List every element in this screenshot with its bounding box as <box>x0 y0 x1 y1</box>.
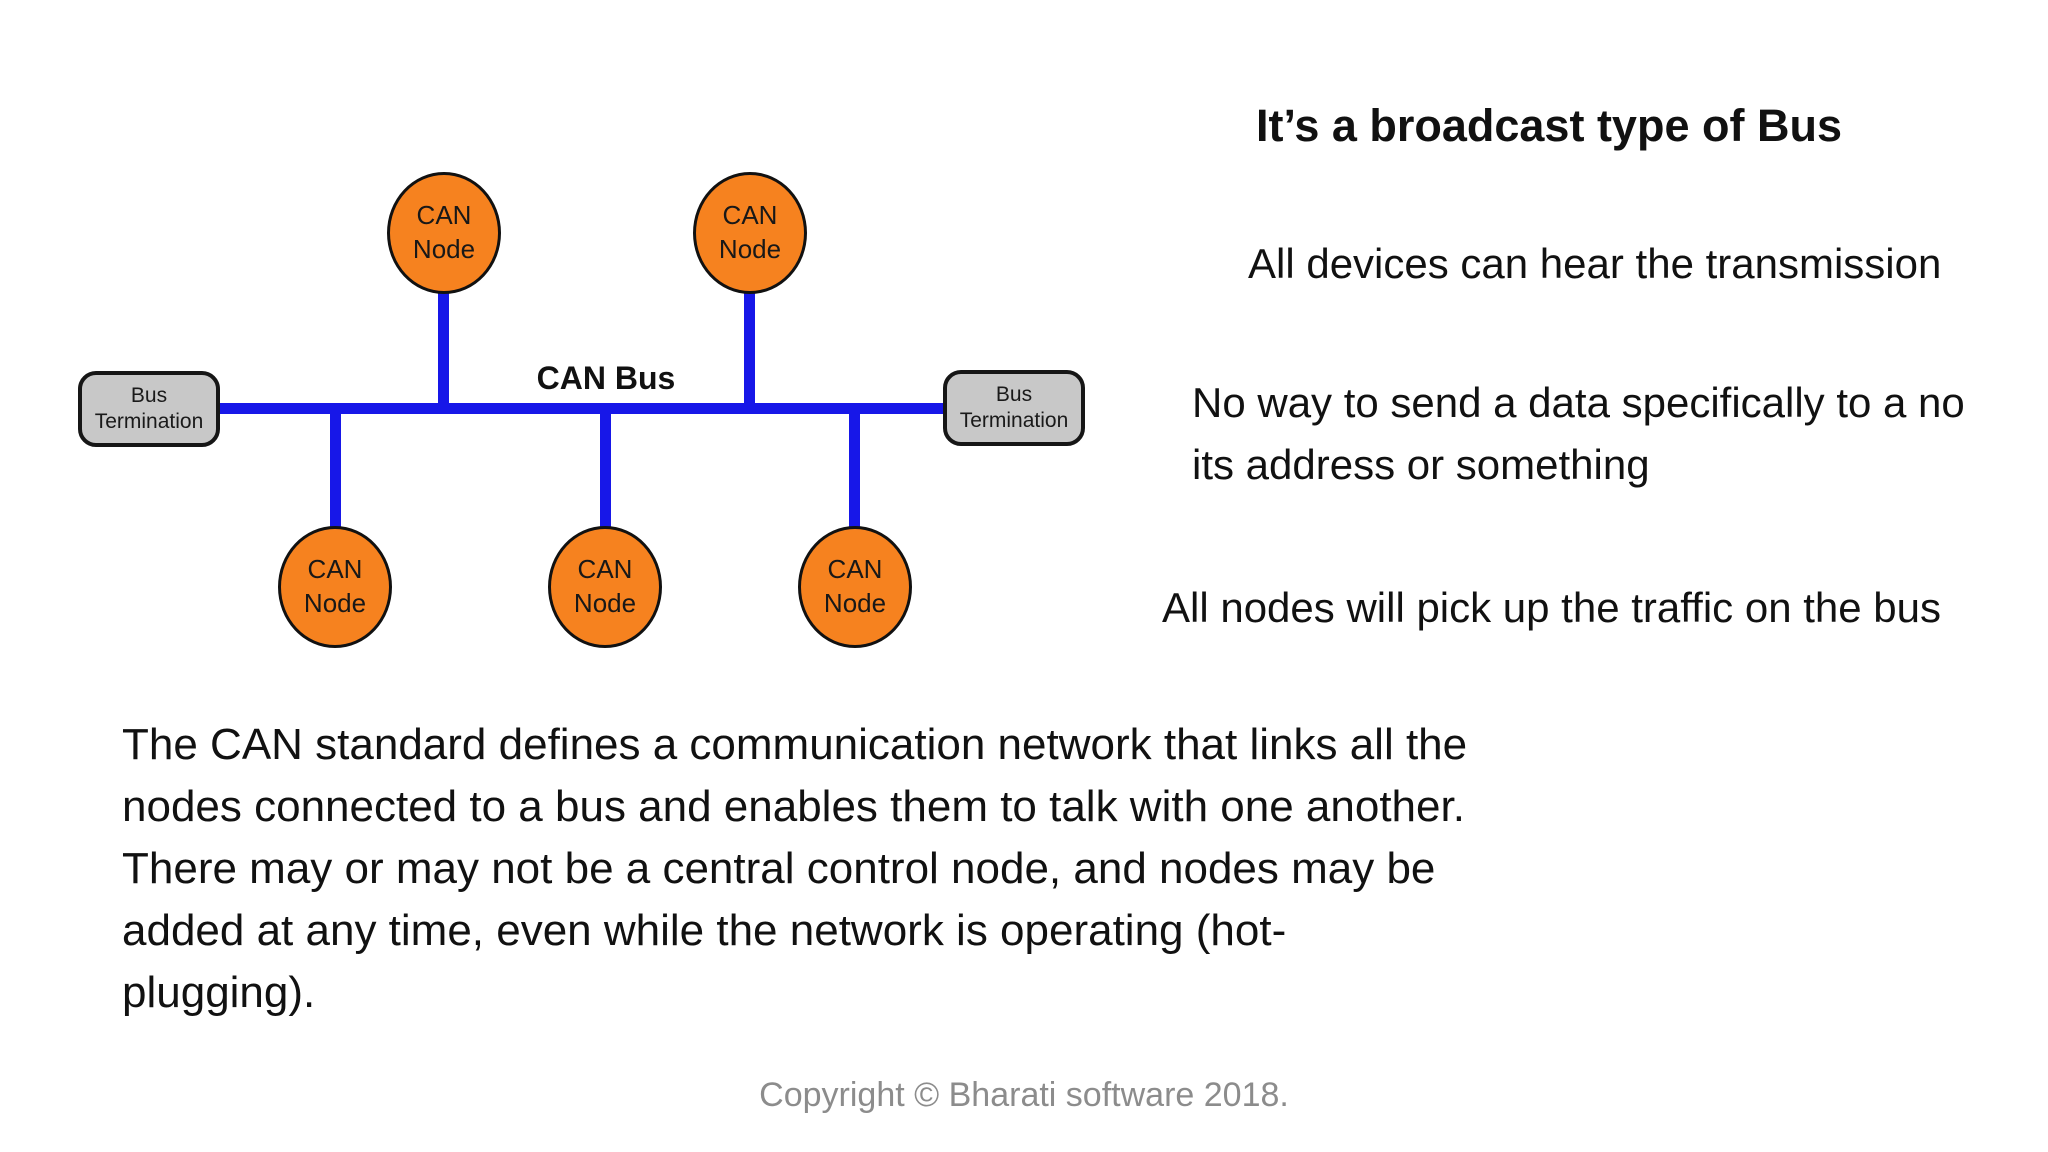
bus-termination-label-line2: Termination <box>94 410 204 433</box>
can-node-bottom-1: CAN Node <box>278 526 392 648</box>
paragraph-line: added at any time, even while the networ… <box>122 906 1287 955</box>
connector-bottom-3 <box>849 408 860 530</box>
slide-title: It’s a broadcast type of Bus <box>1256 100 1842 151</box>
can-node-label-line1: CAN <box>416 200 472 231</box>
point-no-way-line1: No way to send a data specifically to a … <box>1192 379 1965 426</box>
paragraph-line: There may or may not be a central contro… <box>122 844 1436 893</box>
can-standard-paragraph: The CAN standard defines a communication… <box>122 714 1467 1024</box>
can-node-bottom-2: CAN Node <box>548 526 662 648</box>
can-node-top-1: CAN Node <box>387 172 501 294</box>
connector-bottom-1 <box>330 408 341 530</box>
can-node-label-line2: Node <box>718 234 782 264</box>
bus-termination-label-line1: Bus <box>130 383 168 407</box>
can-node-label-line1: CAN <box>827 554 883 585</box>
bus-termination-label-line1: Bus <box>995 382 1033 406</box>
bus-line <box>218 403 954 414</box>
can-node-label-line1: CAN <box>722 200 778 231</box>
can-node-label-line2: Node <box>573 588 637 618</box>
paragraph-line: plugging). <box>122 968 316 1017</box>
point-all-nodes: All nodes will pick up the traffic on th… <box>1162 584 1941 631</box>
can-node-label-line1: CAN <box>307 554 363 585</box>
bus-termination-left: Bus Termination <box>78 371 220 447</box>
can-node-label-line2: Node <box>412 234 476 264</box>
connector-bottom-2 <box>600 408 611 530</box>
bus-termination-label-line2: Termination <box>959 409 1069 432</box>
point-all-devices: All devices can hear the transmission <box>1248 240 1942 287</box>
paragraph-line: The CAN standard defines a communication… <box>122 720 1468 769</box>
can-node-label-line1: CAN <box>577 554 633 585</box>
connector-top-1 <box>438 288 449 409</box>
can-node-top-2: CAN Node <box>693 172 807 294</box>
can-node-label-line2: Node <box>303 588 367 618</box>
paragraph-line: nodes connected to a bus and enables the… <box>122 782 1465 831</box>
point-no-way-line2: its address or something <box>1192 441 1650 488</box>
can-bus-label: CAN Bus <box>536 360 676 396</box>
can-node-bottom-3: CAN Node <box>798 526 912 648</box>
bus-termination-right: Bus Termination <box>943 370 1085 446</box>
connector-top-2 <box>744 288 755 409</box>
copyright-text: Copyright © Bharati software 2018. <box>759 1076 1289 1114</box>
can-node-label-line2: Node <box>823 588 887 618</box>
point-no-way-to-send: No way to send a data specifically to a … <box>1192 372 1965 496</box>
